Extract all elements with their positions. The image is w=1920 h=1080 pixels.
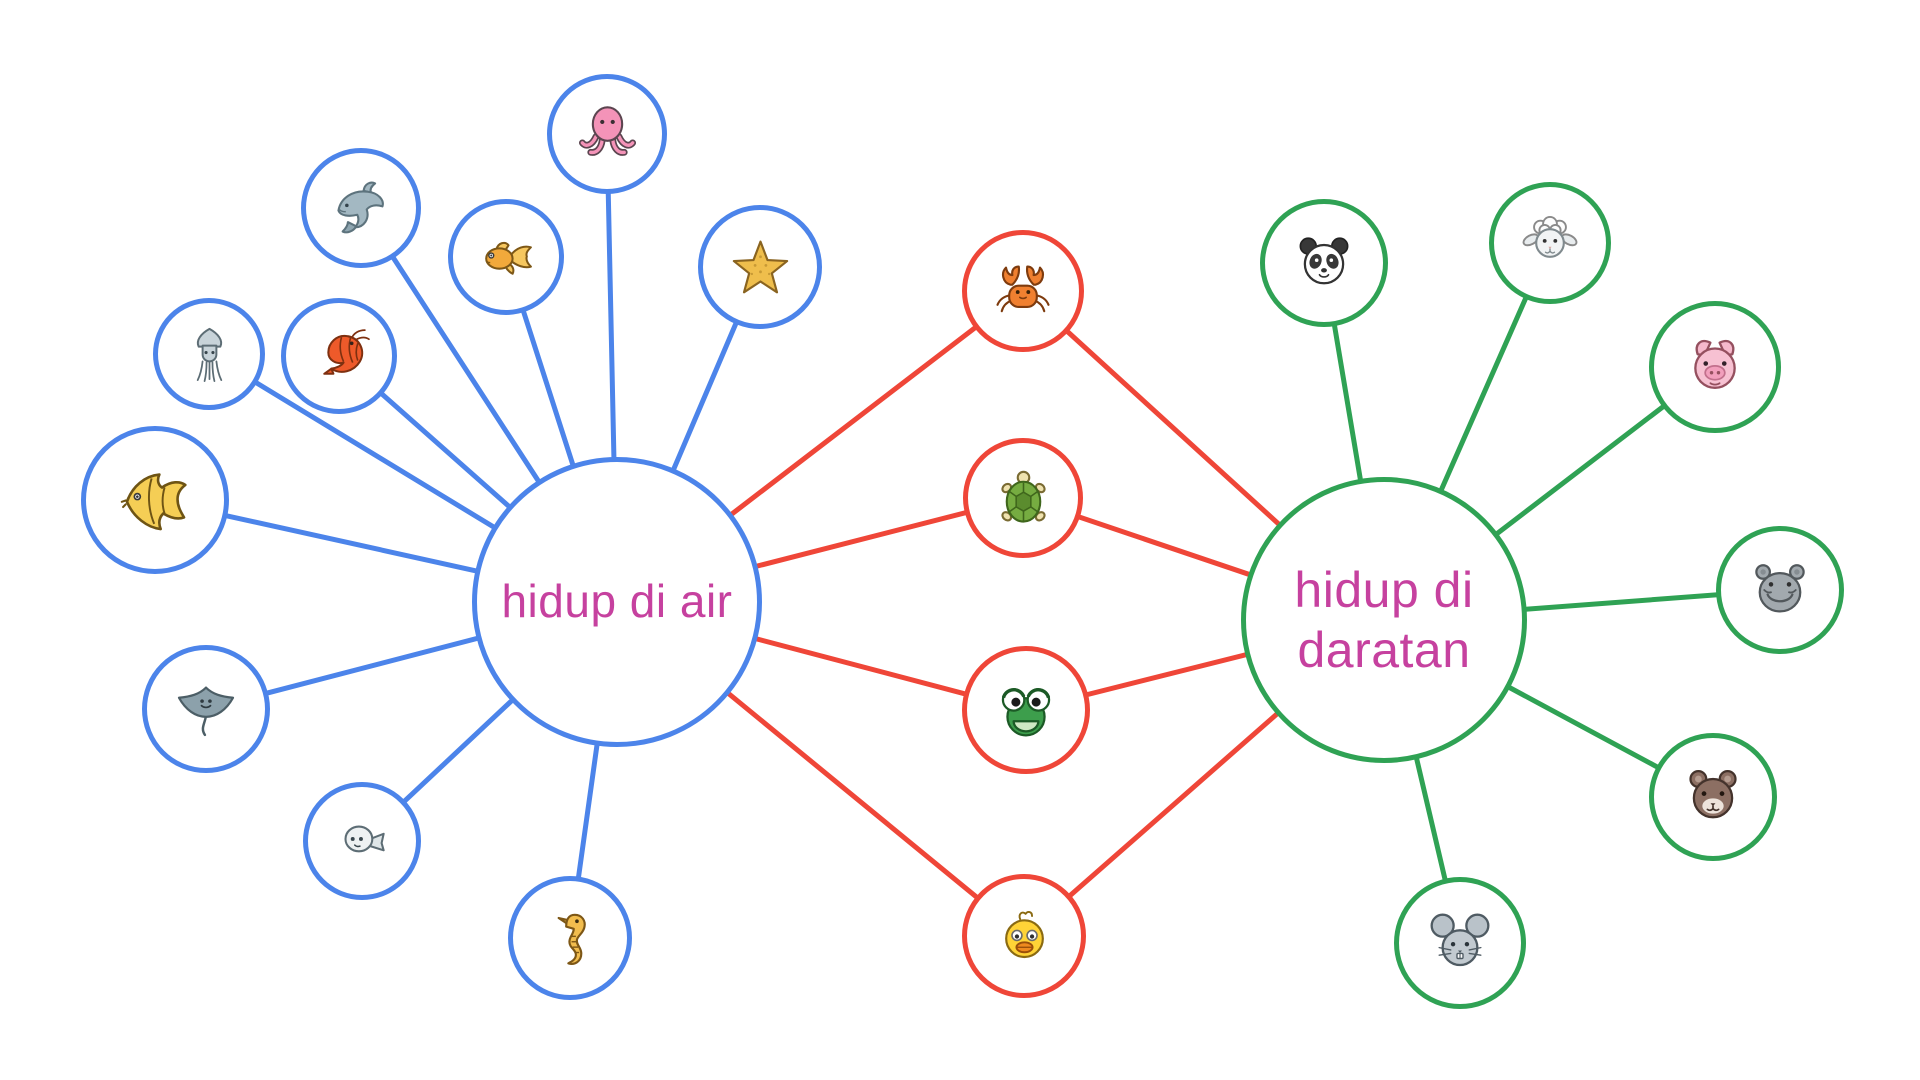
node-sheep[interactable]: [1489, 182, 1611, 304]
bear-icon: [1677, 761, 1749, 833]
frog-icon: [990, 674, 1062, 746]
pig-icon: [1678, 330, 1752, 404]
starfish-icon: [726, 233, 795, 302]
node-octopus[interactable]: [547, 74, 667, 194]
squid-icon: [178, 323, 241, 386]
node-hippo[interactable]: [1716, 526, 1844, 654]
hub-land-node[interactable]: hidup di daratan: [1241, 477, 1527, 763]
duck-icon: [990, 902, 1059, 971]
dolphin-icon: [328, 175, 395, 242]
seahorse-icon: [536, 904, 605, 973]
pufferfish-icon: [329, 808, 395, 874]
node-pig[interactable]: [1649, 301, 1781, 433]
crab-icon: [989, 257, 1057, 325]
panda-icon: [1288, 227, 1360, 299]
node-pufferfish[interactable]: [303, 782, 421, 900]
node-squid[interactable]: [153, 298, 265, 410]
stingray-icon: [170, 673, 242, 745]
node-mouse[interactable]: [1394, 877, 1526, 1009]
node-duck[interactable]: [962, 874, 1086, 998]
node-seahorse[interactable]: [508, 876, 632, 1000]
turtle-icon: [990, 465, 1057, 532]
node-goldfish[interactable]: [448, 199, 564, 315]
mouse-icon: [1423, 906, 1497, 980]
hippo-icon: [1744, 554, 1816, 626]
node-angelfish[interactable]: [81, 426, 229, 574]
node-turtle[interactable]: [963, 438, 1083, 558]
node-panda[interactable]: [1260, 199, 1388, 327]
tropical-fish-icon: [114, 459, 197, 542]
sheep-icon: [1516, 209, 1584, 277]
node-bear[interactable]: [1649, 733, 1777, 861]
node-stingray[interactable]: [142, 645, 270, 773]
hub-land-label: hidup di daratan: [1294, 562, 1474, 678]
goldfish-icon: [474, 225, 539, 290]
node-starfish[interactable]: [698, 205, 822, 329]
node-dolphin[interactable]: [301, 148, 421, 268]
node-frog[interactable]: [962, 646, 1090, 774]
node-crab[interactable]: [962, 230, 1084, 352]
node-shrimp[interactable]: [281, 298, 397, 414]
octopus-icon: [574, 101, 641, 168]
shrimp-icon: [307, 324, 372, 389]
hub-water-node[interactable]: hidup di air: [472, 457, 762, 747]
hub-water-label: hidup di air: [501, 575, 733, 628]
